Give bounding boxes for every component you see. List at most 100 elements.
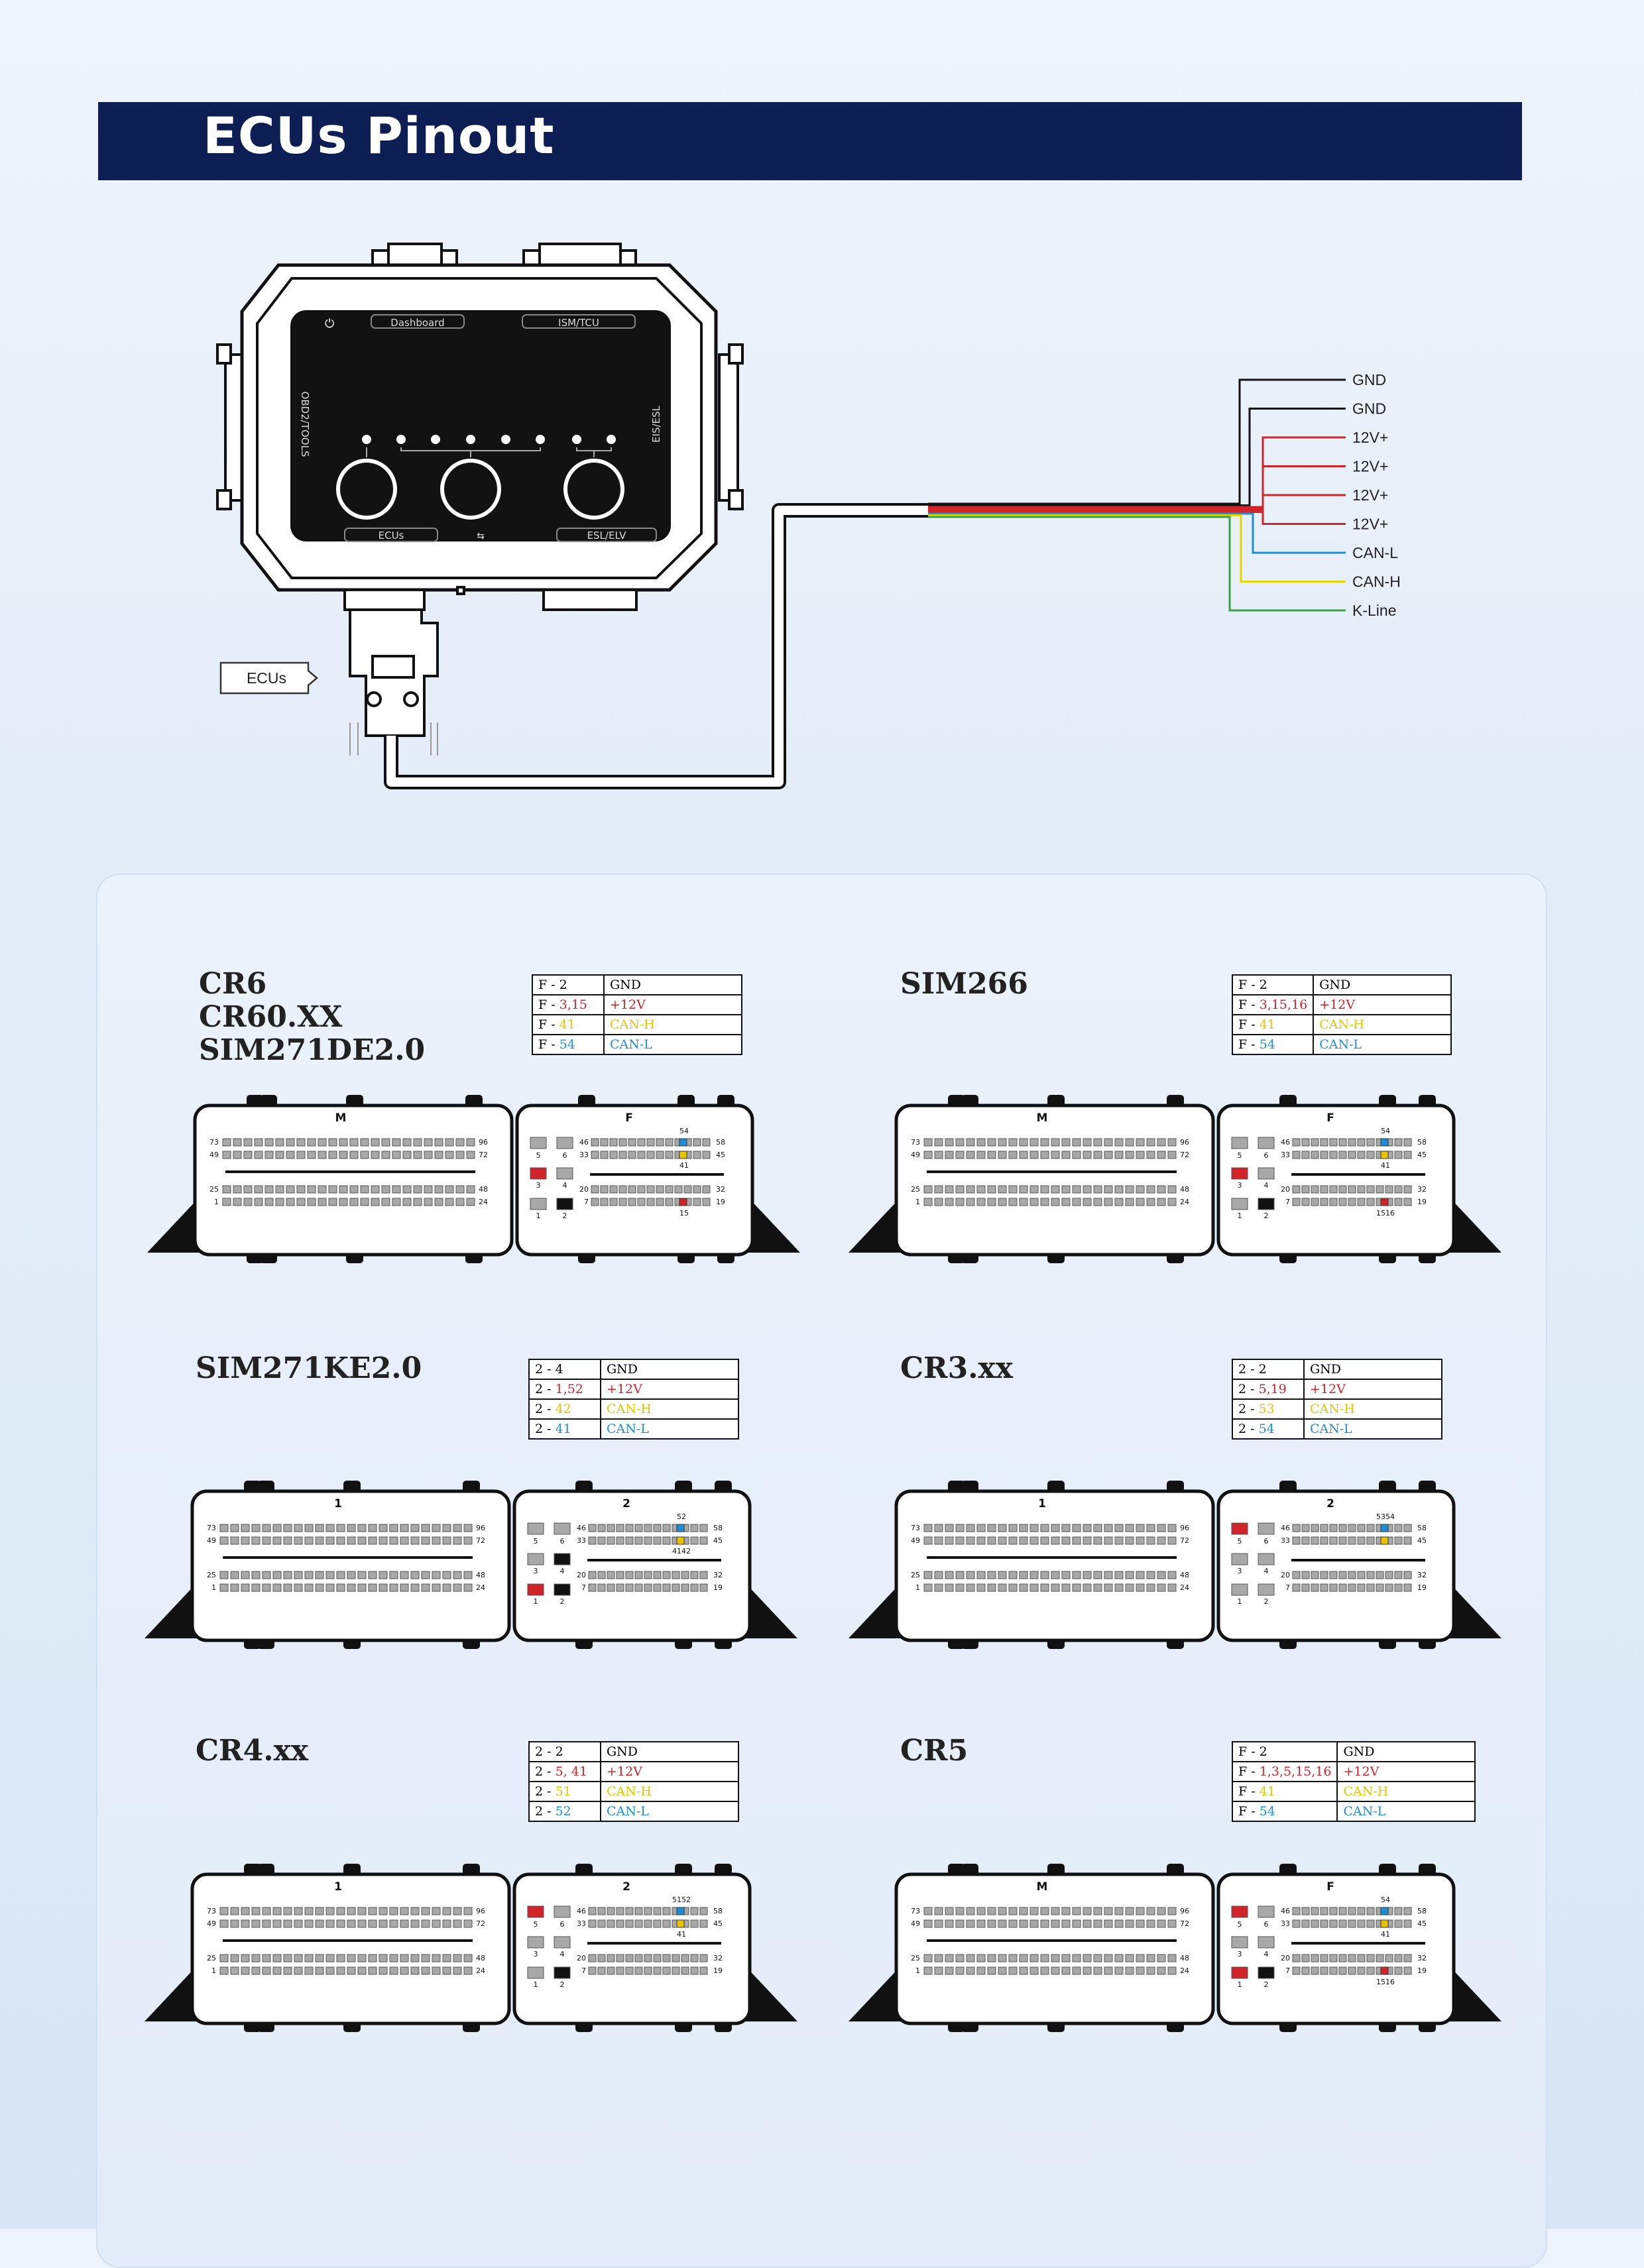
pin (637, 1198, 646, 1206)
pin (318, 1138, 327, 1147)
pin (1114, 1954, 1124, 1962)
pin (656, 1138, 664, 1147)
power-pin (1258, 1583, 1275, 1596)
pin (272, 1919, 282, 1928)
pin-function: CAN-H (1313, 1014, 1452, 1035)
pin (294, 1583, 303, 1592)
power-pin (1231, 1553, 1248, 1565)
pin (379, 1966, 388, 1975)
pin (1114, 1138, 1124, 1147)
power-pin (527, 1966, 544, 1979)
wire-label: 12V+ (1352, 429, 1388, 446)
pin (923, 1185, 933, 1194)
pin (264, 1185, 274, 1194)
pin (357, 1583, 367, 1592)
pin-number: 3 (1238, 1181, 1242, 1190)
pin (998, 1954, 1007, 1962)
pin (347, 1966, 356, 1975)
connector-body-left (190, 1872, 511, 2025)
pin (400, 1919, 409, 1928)
pin-number: 5 (534, 1537, 538, 1546)
pin (421, 1966, 430, 1975)
pin (1348, 1919, 1356, 1928)
pin (1136, 1185, 1145, 1194)
pin-number: 49 (911, 1919, 920, 1928)
pin-number: 49 (209, 1151, 219, 1159)
pin (616, 1524, 624, 1532)
pin (1167, 1954, 1177, 1962)
pin (628, 1138, 636, 1147)
pin (966, 1954, 975, 1962)
signal-pin (679, 1151, 687, 1159)
pin (987, 1198, 996, 1206)
pin-number: 41 (677, 1930, 686, 1939)
pin (955, 1524, 965, 1532)
pin (400, 1524, 409, 1532)
connector-body-right (1216, 1104, 1456, 1257)
pin (1051, 1907, 1060, 1915)
pin (955, 1536, 965, 1545)
pin (987, 1919, 996, 1928)
pin (368, 1919, 377, 1928)
pin (325, 1536, 335, 1545)
pin-number: M (335, 1111, 347, 1125)
pin (934, 1907, 943, 1915)
pin (998, 1138, 1007, 1147)
pin (662, 1966, 671, 1975)
signal-pin (676, 1524, 685, 1532)
pin (1040, 1536, 1049, 1545)
power-pin (1231, 1936, 1248, 1949)
pin (304, 1919, 314, 1928)
pin (336, 1571, 345, 1579)
pin-value: 1,3,5,15,16 (1259, 1764, 1332, 1779)
pin (1114, 1198, 1124, 1206)
pin (1311, 1907, 1319, 1915)
pin (625, 1571, 634, 1579)
pin-function: GND (1303, 1359, 1442, 1380)
pin (1394, 1138, 1403, 1147)
db-connector (349, 608, 439, 737)
signal-pin (1380, 1907, 1389, 1915)
pin (699, 1954, 708, 1962)
pin-number: 1516 (1376, 1209, 1395, 1218)
pin (241, 1919, 250, 1928)
pin (349, 1185, 359, 1194)
pin (230, 1536, 239, 1545)
pin (1136, 1954, 1145, 1962)
pin (1329, 1907, 1338, 1915)
power-pin (1258, 1167, 1275, 1180)
pin (1311, 1919, 1319, 1928)
pin (966, 1536, 975, 1545)
pin (699, 1966, 708, 1975)
pin-number: 6 (1264, 1537, 1269, 1546)
pin (1348, 1966, 1356, 1975)
pin (1167, 1185, 1177, 1194)
pin-number: 73 (911, 1138, 920, 1147)
port-label-dashboard: Dashboard (390, 317, 444, 329)
connector-shape (1448, 1196, 1501, 1253)
pin-number: 3 (1238, 1950, 1242, 1958)
pin-number: 24 (476, 1583, 485, 1592)
wire-can-l (928, 512, 1346, 554)
connector-body-right (515, 1104, 754, 1257)
pin (998, 1919, 1007, 1928)
pin (1083, 1907, 1092, 1915)
pin (453, 1524, 462, 1532)
pin (325, 1571, 335, 1579)
pin (625, 1966, 634, 1975)
pin (371, 1185, 380, 1194)
pin-number: 58 (716, 1138, 725, 1147)
pin (379, 1919, 388, 1928)
pin (699, 1536, 708, 1545)
pin (294, 1536, 303, 1545)
pin (1061, 1151, 1071, 1159)
pin-number: 25 (911, 1954, 920, 1962)
pin (1125, 1907, 1134, 1915)
pin (976, 1198, 986, 1206)
pin (1301, 1536, 1310, 1545)
pin-number: 6 (1264, 1920, 1269, 1929)
pin (434, 1138, 443, 1147)
